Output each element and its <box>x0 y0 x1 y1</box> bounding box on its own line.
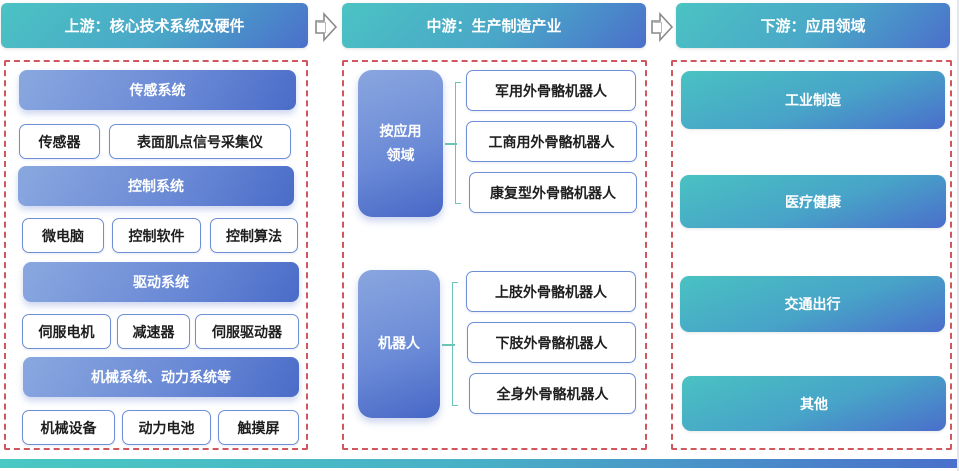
application-item: 其他 <box>682 376 946 431</box>
system-sensing: 传感系统 <box>19 70 296 110</box>
product-item: 上肢外骨骼机器人 <box>466 271 636 312</box>
system-mechanical-power: 机械系统、动力系统等 <box>23 357 299 397</box>
category-label-line2: 领域 <box>386 147 415 164</box>
connector-bracket <box>455 82 461 204</box>
header-upstream: 上游：核心技术系统及硬件 <box>1 3 308 48</box>
product-item: 康复型外骨骼机器人 <box>469 172 637 213</box>
downstream-panel <box>671 60 952 450</box>
application-item: 医疗健康 <box>680 175 946 228</box>
right-edge-border <box>957 0 959 471</box>
connector-line <box>445 143 457 145</box>
component-item: 微电脑 <box>22 218 104 253</box>
system-control: 控制系统 <box>18 166 294 206</box>
header-midstream: 中游：生产制造产业 <box>342 3 646 48</box>
product-item: 全身外骨骼机器人 <box>469 373 636 414</box>
category-robot: 机器人 <box>358 270 440 418</box>
component-item: 触摸屏 <box>218 410 299 445</box>
component-item: 控制软件 <box>112 218 201 253</box>
component-item: 表面肌点信号采集仪 <box>109 124 291 159</box>
component-item: 伺服电机 <box>22 314 111 349</box>
component-item: 伺服驱动器 <box>195 314 299 349</box>
product-item: 军用外骨骼机器人 <box>466 70 636 111</box>
component-item: 控制算法 <box>210 218 298 253</box>
connector-line <box>442 344 455 346</box>
category-by-application: 按应用 领域 <box>358 70 443 217</box>
bottom-bar <box>0 459 959 468</box>
arrow-right-icon <box>315 12 338 42</box>
arrow-right-icon <box>651 12 674 42</box>
midstream-panel <box>342 60 647 450</box>
header-downstream: 下游：应用领域 <box>676 3 950 48</box>
product-item: 下肢外骨骼机器人 <box>467 322 636 363</box>
component-item: 机械设备 <box>22 410 115 445</box>
product-item: 工商用外骨骼机器人 <box>466 121 637 162</box>
connector-bracket <box>452 282 458 406</box>
upstream-panel <box>4 60 308 450</box>
system-drive: 驱动系统 <box>23 262 299 302</box>
component-item: 传感器 <box>19 124 100 159</box>
category-label-line1: 按应用 <box>379 123 422 140</box>
component-item: 减速器 <box>117 314 190 349</box>
application-item: 工业制造 <box>681 71 945 129</box>
application-item: 交通出行 <box>680 276 945 332</box>
component-item: 动力电池 <box>122 410 211 445</box>
